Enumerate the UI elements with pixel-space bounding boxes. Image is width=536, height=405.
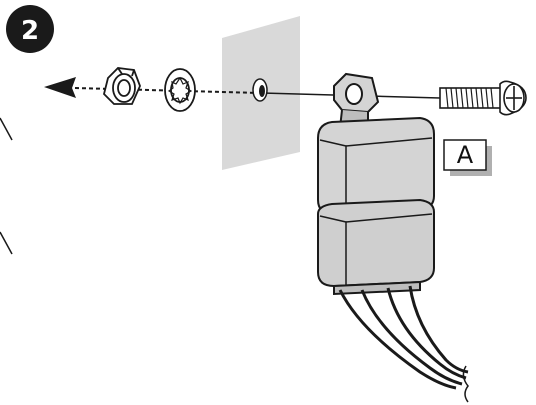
panel-hole	[252, 78, 268, 102]
step-number: 2	[21, 16, 39, 46]
callout-label: A	[457, 141, 474, 169]
phillips-screw-icon	[439, 80, 527, 116]
relay-module-icon	[317, 116, 435, 296]
direction-arrow-icon	[44, 77, 76, 98]
star-washer-icon	[164, 68, 196, 112]
panel-curl	[300, 16, 315, 152]
wire-break-icon	[462, 365, 469, 403]
callout-box: A	[443, 139, 492, 176]
step-badge: 2	[6, 5, 54, 53]
edge-stroke-lower	[0, 231, 13, 255]
hex-nut-icon	[103, 67, 141, 105]
edge-stroke-upper	[0, 117, 13, 141]
relay-wires	[338, 285, 469, 390]
